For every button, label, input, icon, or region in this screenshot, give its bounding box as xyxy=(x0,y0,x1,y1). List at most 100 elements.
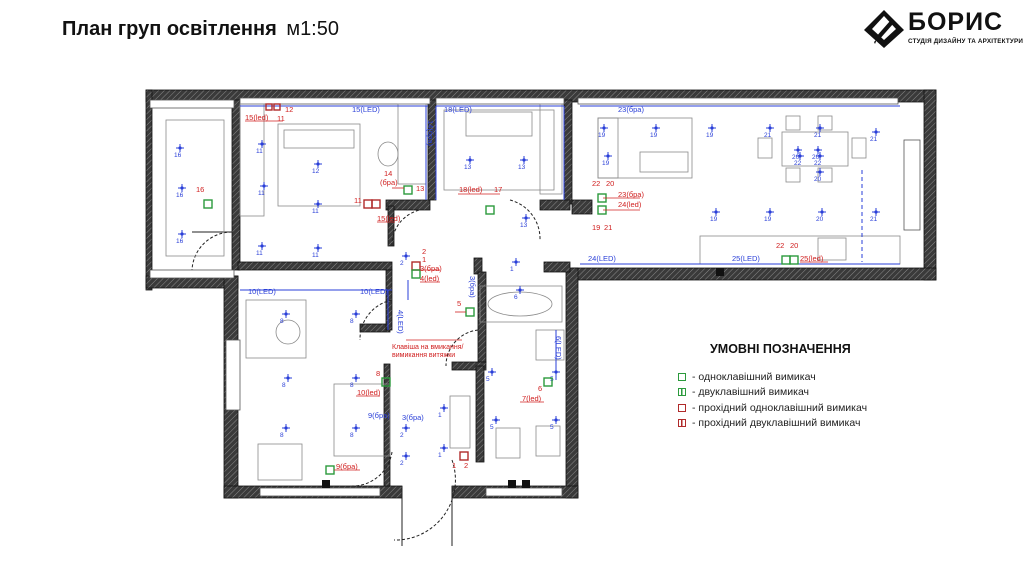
page-title: План груп освітлення м1:50 xyxy=(62,18,339,41)
lamp-number: 22 xyxy=(794,160,802,167)
lamp-icon: 5 xyxy=(490,416,500,431)
switch-hall-1 xyxy=(411,261,421,271)
lamp-number: 21 xyxy=(870,136,878,143)
label-9bra-b: 9(бра) xyxy=(336,462,358,471)
label-14: 14 xyxy=(384,169,392,178)
switch-living xyxy=(485,205,495,215)
lamp-number: 20 xyxy=(816,216,824,223)
lamp-icon: 8 xyxy=(350,424,360,439)
label-14bra: 14(бра) xyxy=(426,120,435,146)
label-3bra-c: 3(бра) xyxy=(402,413,424,422)
lamp-group-labels: 15(LED) 18(LED) 23(бра) 14(бра) 24(LED) … xyxy=(248,105,760,422)
lamp-icon: 2 xyxy=(400,452,410,467)
label-10LED-b: 10(LED) xyxy=(360,287,388,296)
lamp-number: 11 xyxy=(256,148,263,155)
label-5: 5 xyxy=(457,299,461,308)
lamp-number: 1 xyxy=(510,266,514,273)
label-22-b: 22 xyxy=(776,241,784,250)
lamp-icon: 6 xyxy=(514,286,524,301)
lamp-number: 8 xyxy=(282,382,286,389)
single-switch-icon xyxy=(678,372,686,381)
legend-item-passthrough-double: - прохідний двуклавішний вимикач xyxy=(676,416,926,432)
lamp-number: 12 xyxy=(312,168,320,175)
lamp-number: 8 xyxy=(350,318,354,325)
label-11-a: 11 xyxy=(277,114,285,123)
label-8: 8 xyxy=(376,369,380,378)
logo-emblem-icon xyxy=(864,10,904,48)
switch-wc xyxy=(459,451,469,461)
lamp-number: 11 xyxy=(256,250,263,257)
label-7led: 7(led) xyxy=(522,394,542,403)
passthrough-single-switch-icon xyxy=(678,403,686,412)
lamp-icon: 8 xyxy=(282,374,292,389)
legend-item-double: - двуклавішний вимикач xyxy=(676,385,926,401)
lamp-icon: 19 xyxy=(710,208,720,223)
label-16: 16 xyxy=(196,185,204,194)
label-24LED: 24(LED) xyxy=(588,254,616,263)
label-4led: 4(led) xyxy=(420,274,440,283)
lamp-icon: 22 xyxy=(814,152,824,167)
lamp-icon: 16 xyxy=(176,184,186,199)
switch-bedroom-3 xyxy=(371,199,381,209)
furniture xyxy=(165,103,901,481)
lamp-number: 5 xyxy=(486,376,490,383)
lamp-number: 2 xyxy=(400,260,404,267)
logo-subtitle: СТУДІЯ ДИЗАЙНУ ТА АРХІТЕКТУРИ xyxy=(908,38,1024,45)
label-10led: 10(led) xyxy=(357,388,381,397)
lamp-icon: 19 xyxy=(598,124,608,139)
switch-kitchen-4 xyxy=(789,255,799,265)
lamp-icon: 20 xyxy=(812,146,822,161)
label-1-b: 1 xyxy=(452,461,456,470)
label-22-a: 22 xyxy=(592,179,600,188)
lamp-number: 11 xyxy=(312,208,319,215)
label-1-a: 1 xyxy=(422,255,426,264)
label-3bra-b: 3(бра) xyxy=(468,276,477,298)
lamp-number: 16 xyxy=(176,192,184,199)
lamp-number: 19 xyxy=(650,132,658,139)
lamp-icon: 16 xyxy=(176,230,186,245)
label-bra-a: (бра) xyxy=(380,178,398,187)
lamp-icon: 11 xyxy=(312,244,322,259)
lamp-number: 21 xyxy=(870,216,878,223)
lamp-number: 21 xyxy=(814,132,822,139)
lamp-number: 13 xyxy=(520,222,528,229)
lamp-icon: 20 xyxy=(814,168,824,183)
lamp-number: 5 xyxy=(490,424,494,431)
switches xyxy=(203,103,799,475)
lamp-icon: 11 xyxy=(256,242,266,257)
switch-child xyxy=(381,377,391,387)
label-2-a: 2 xyxy=(422,247,426,256)
label-25LED: 25(LED) xyxy=(732,254,760,263)
legend-item-single: - одноклавішний вимикач xyxy=(676,369,926,385)
lamp-icon: 19 xyxy=(602,152,612,167)
lamp-icon: 19 xyxy=(650,124,660,139)
label-23bra-top: 23(бра) xyxy=(618,105,644,114)
legend-label: - прохідний двуклавішний вимикач xyxy=(692,417,861,430)
label-9bra-a: 9(бра) xyxy=(368,411,390,420)
switch-top-1 xyxy=(265,103,273,111)
label-11-b: 11 xyxy=(354,196,362,205)
lamp-number: 6 xyxy=(514,294,518,301)
lamp-number: 19 xyxy=(598,132,606,139)
label-4LED-a: 4(LED) xyxy=(396,310,405,334)
switch-note-line1: Клавіша на вмикання/ xyxy=(392,343,463,351)
legend-item-passthrough-single: - прохідний одноклавішний вимикач xyxy=(676,400,926,416)
label-17: 17 xyxy=(494,185,502,194)
lamp-icon: 8 xyxy=(350,374,360,389)
switch-labels: 15(led) 12 11 14 (бра) 15(led) 11 13 18(… xyxy=(196,105,824,471)
label-24led: 24(led) xyxy=(618,200,642,209)
lamp-number: 1 xyxy=(438,452,442,459)
switch-kitchen-3 xyxy=(781,255,791,265)
lamp-icon: 11 xyxy=(312,200,322,215)
lamp-number: 20 xyxy=(792,154,800,161)
studio-logo: БОРИС СТУДІЯ ДИЗАЙНУ ТА АРХІТЕКТУРИ xyxy=(862,8,1024,50)
label-18LED: 18(LED) xyxy=(444,105,472,114)
lamp-icon: 1 xyxy=(438,444,448,459)
lamp-icon: 8 xyxy=(280,310,290,325)
lamp-number: 20 xyxy=(814,176,822,183)
lamp-number: 8 xyxy=(350,432,354,439)
lamp-number: 19 xyxy=(706,132,714,139)
lamp-number: 13 xyxy=(464,164,472,171)
